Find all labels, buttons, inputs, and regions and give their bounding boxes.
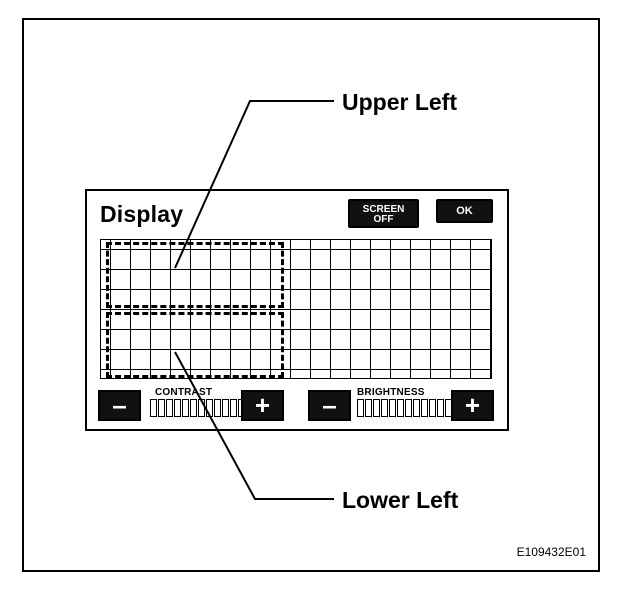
lower-leader-line (174, 351, 334, 500)
meter-segment (190, 399, 197, 417)
meter-segment (405, 399, 412, 417)
meter-segment (413, 399, 420, 417)
meter-segment (381, 399, 388, 417)
screen-off-label: SCREEN OFF (362, 204, 405, 225)
meter-segment (166, 399, 173, 417)
meter-segment (437, 399, 444, 417)
contrast-increase-button[interactable]: + (241, 390, 284, 421)
upper-left-zone (106, 242, 284, 308)
meter-segment (158, 399, 165, 417)
meter-segment (230, 399, 237, 417)
upper-left-callout: Upper Left (342, 89, 457, 115)
display-title: Display (100, 201, 184, 227)
lower-left-zone (106, 312, 284, 378)
meter-segment (150, 399, 157, 417)
meter-segment (222, 399, 229, 417)
meter-segment (365, 399, 372, 417)
meter-segment (174, 399, 181, 417)
meter-segment (373, 399, 380, 417)
figure-frame (22, 18, 600, 572)
contrast-decrease-button[interactable]: – (98, 390, 141, 421)
touch-grid[interactable] (100, 239, 492, 379)
meter-segment (421, 399, 428, 417)
lower-left-callout: Lower Left (342, 487, 459, 513)
brightness-decrease-button[interactable]: – (308, 390, 351, 421)
figure-code: E109432E01 (516, 545, 586, 559)
screen-off-button[interactable]: SCREEN OFF (348, 199, 419, 228)
brightness-increase-button[interactable]: + (451, 390, 494, 421)
meter-segment (182, 399, 189, 417)
meter-segment (389, 399, 396, 417)
brightness-meter (357, 399, 452, 417)
upper-leader-line (174, 100, 334, 269)
meter-segment (429, 399, 436, 417)
meter-segment (214, 399, 221, 417)
contrast-label: CONTRAST (155, 387, 213, 398)
contrast-meter (150, 399, 245, 417)
ok-button[interactable]: OK (436, 199, 493, 223)
meter-segment (357, 399, 364, 417)
brightness-label: BRIGHTNESS (357, 387, 425, 398)
meter-segment (397, 399, 404, 417)
